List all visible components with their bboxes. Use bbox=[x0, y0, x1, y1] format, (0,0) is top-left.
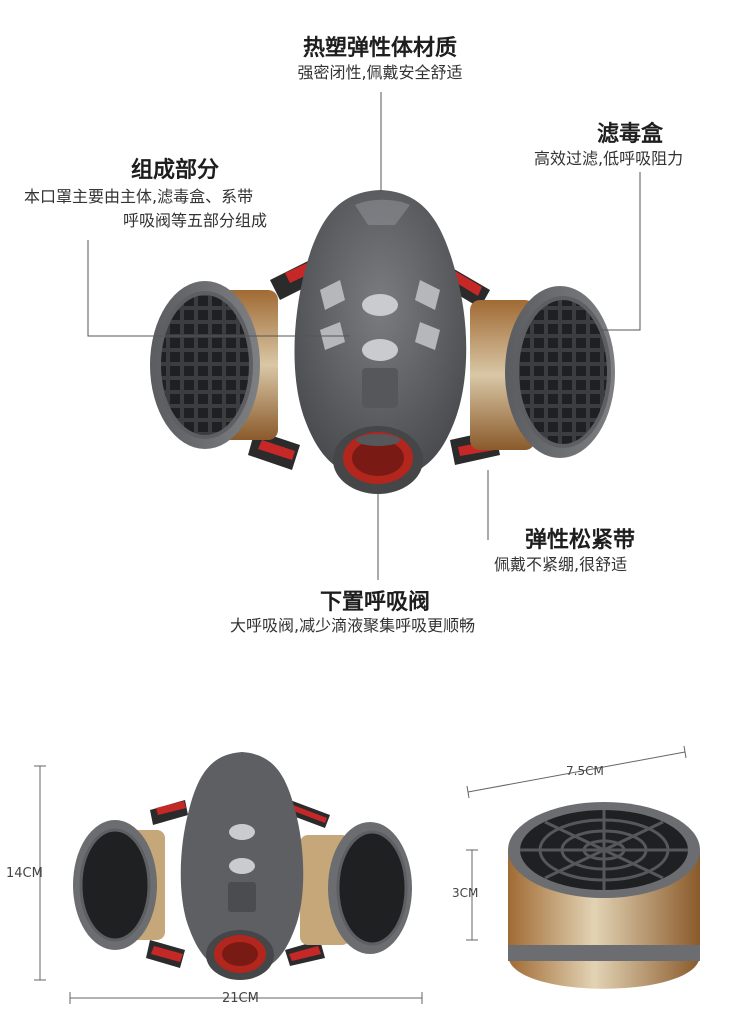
strap-desc: 佩戴不紧绷,很舒适 bbox=[494, 555, 628, 574]
valve-title: 下置呼吸阀 bbox=[319, 590, 430, 615]
composition-title: 组成部分 bbox=[130, 158, 219, 183]
mask-product-illustration bbox=[87, 92, 641, 580]
filter-title: 滤毒盒 bbox=[596, 122, 663, 147]
left-filter-cartridge bbox=[150, 281, 278, 449]
callout-lines bbox=[87, 92, 641, 580]
filter-desc: 高效过滤,低呼吸阻力 bbox=[534, 149, 684, 168]
mask-width-label: 21CM bbox=[222, 991, 259, 1006]
material-desc: 强密闭性,佩戴安全舒适 bbox=[297, 63, 463, 82]
valve-desc: 大呼吸阀,减少滴液聚集呼吸更顺畅 bbox=[230, 616, 476, 635]
mask-body bbox=[294, 190, 467, 480]
mask-height-label: 14CM bbox=[6, 866, 43, 881]
exhalation-valve bbox=[333, 426, 423, 494]
filter-height-label: 3CM bbox=[452, 886, 479, 900]
filter-dimension-illustration bbox=[466, 745, 700, 989]
right-filter-cartridge bbox=[470, 286, 615, 458]
mask-dimension-illustration bbox=[34, 752, 423, 1004]
strap-title: 弹性松紧带 bbox=[524, 528, 635, 553]
filter-diameter-label: 7.5CM bbox=[566, 764, 604, 778]
composition-desc-line2: 呼吸阀等五部分组成 bbox=[122, 211, 267, 230]
composition-desc-line1: 本口罩主要由主体,滤毒盒、系带 bbox=[24, 187, 254, 206]
material-title: 热塑弹性体材质 bbox=[302, 36, 457, 61]
